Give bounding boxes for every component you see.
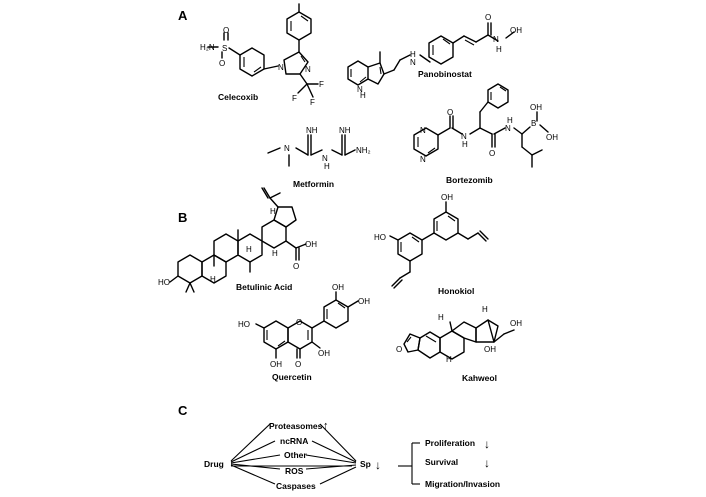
outcome-proliferation-label: Proliferation [425, 438, 475, 448]
metformin-nh2-atom: NH [339, 126, 351, 135]
celecoxib-f2-atom: F [310, 98, 315, 107]
betulinic-h1-atom: H [270, 207, 276, 216]
celecoxib-f1-atom: F [292, 94, 297, 103]
betulinic-acid-label: Betulinic Acid [236, 282, 292, 292]
pathway-mediator-3: ROS [285, 466, 304, 476]
quercetin-ho-atom: HO [238, 320, 250, 329]
outcome-proliferation-arrow: ↓ [484, 437, 490, 451]
pathway-drug-label: Drug [204, 459, 224, 469]
celecoxib-s-atom: S [222, 44, 227, 53]
panobinostat-o-atom: O [485, 13, 491, 22]
metformin-nh1-atom: NH [306, 126, 318, 135]
bortezomib-label: Bortezomib [446, 175, 493, 185]
outcome-survival-arrow: ↓ [484, 456, 490, 470]
bortezomib-h2-atom: H [507, 116, 513, 125]
pathway-mediator-4: Caspases [276, 481, 316, 491]
quercetin-label: Quercetin [272, 372, 312, 382]
kahweol-h3-atom: H [446, 355, 452, 364]
celecoxib-structure: H₂N S O O N N F F F [200, 3, 324, 107]
bortezomib-o2-atom: O [489, 149, 495, 158]
bortezomib-o1-atom: O [447, 108, 453, 117]
kahweol-h2-atom: H [482, 305, 488, 314]
quercetin-structure: O OH OH O OH OH HO [238, 283, 370, 369]
quercetin-oh1-atom: OH [332, 283, 344, 292]
panobinostat-structure: H N H N O N H OH [347, 13, 522, 100]
bortezomib-n2-atom: N [420, 155, 426, 164]
kahweol-oh2-atom: OH [484, 345, 496, 354]
kahweol-h1-atom: H [438, 313, 444, 322]
celecoxib-o1-atom: O [223, 26, 229, 35]
panel-label-a: A [178, 8, 188, 23]
bortezomib-oh2-atom: OH [546, 133, 558, 142]
pathway-sp-label: Sp [360, 459, 371, 469]
metformin-n-atom: N [284, 144, 290, 153]
betulinic-oh-atom: OH [305, 240, 317, 249]
betulinic-h3-atom: H [246, 245, 252, 254]
pathway-mediator-0: Proteasomes [269, 421, 323, 431]
kahweol-o-furan-atom: O [396, 345, 402, 354]
metformin-h-atom: H [324, 162, 330, 171]
betulinic-acid-structure: H H H H O OH HO [158, 187, 317, 293]
outcome-survival-label: Survival [425, 457, 458, 467]
honokiol-label: Honokiol [438, 286, 474, 296]
quercetin-o-ring-atom: O [296, 318, 302, 327]
celecoxib-f3-atom: F [319, 80, 324, 89]
quercetin-oh4-atom: OH [270, 360, 282, 369]
panel-label-c: C [178, 403, 188, 418]
quercetin-o-keto-atom: O [295, 360, 301, 369]
panobinostat-label: Panobinostat [418, 69, 472, 79]
bortezomib-n3-atom: N [461, 132, 467, 141]
pathway-sp-arrow: ↓ [375, 458, 381, 472]
panobinostat-h2-atom: H [496, 45, 502, 54]
bortezomib-oh1-atom: OH [530, 103, 542, 112]
metformin-n-bridge-atom: N [322, 154, 328, 163]
honokiol-oh2-atom: HO [374, 233, 386, 242]
honokiol-structure: OH HO [374, 193, 489, 289]
outcome-migration-label: Migration/Invasion [425, 479, 500, 489]
panobinostat-hn-atom: H [360, 91, 366, 100]
celecoxib-o2-atom: O [219, 59, 225, 68]
bortezomib-b-atom: B [531, 119, 536, 128]
pathway-mediator-1: ncRNA [280, 436, 308, 446]
panel-label-b: B [178, 210, 187, 225]
betulinic-h2-atom: H [272, 249, 278, 258]
metformin-label: Metformin [293, 179, 334, 189]
panobinostat-oh-atom: OH [510, 26, 522, 35]
metformin-structure: NH NH N N H NH₂ [267, 126, 371, 171]
panobinostat-h-atom: H [410, 50, 416, 59]
kahweol-structure: O H H H OH OH [396, 305, 522, 364]
pathway-proteasome-arrow: ↑ [323, 420, 329, 432]
betulinic-o-atom: O [293, 262, 299, 271]
bortezomib-h1-atom: H [462, 140, 468, 149]
panobinostat-n-indole-atom: N [357, 85, 363, 94]
panobinostat-nh-atom: N [493, 35, 499, 44]
pathway-lines [230, 423, 420, 485]
celecoxib-h2n-atom: H₂N [200, 43, 215, 52]
celecoxib-n1-atom: N [278, 63, 284, 72]
kahweol-oh1-atom: OH [510, 319, 522, 328]
bortezomib-n1-atom: N [420, 126, 426, 135]
betulinic-h4-atom: H [210, 275, 216, 284]
quercetin-oh3-atom: OH [318, 349, 330, 358]
bortezomib-structure: N N O N H O N H B OH OH [413, 83, 558, 168]
kahweol-label: Kahweol [462, 373, 497, 383]
quercetin-oh2-atom: OH [358, 297, 370, 306]
celecoxib-n2-atom: N [305, 65, 311, 74]
betulinic-ho-atom: HO [158, 278, 170, 287]
panobinostat-n-atom: N [410, 58, 416, 67]
honokiol-oh1-atom: OH [441, 193, 453, 202]
pathway-mediator-2: Other [284, 450, 307, 460]
bortezomib-n4-atom: N [505, 124, 511, 133]
metformin-nh2-term-atom: NH₂ [356, 146, 371, 155]
celecoxib-label: Celecoxib [218, 92, 258, 102]
